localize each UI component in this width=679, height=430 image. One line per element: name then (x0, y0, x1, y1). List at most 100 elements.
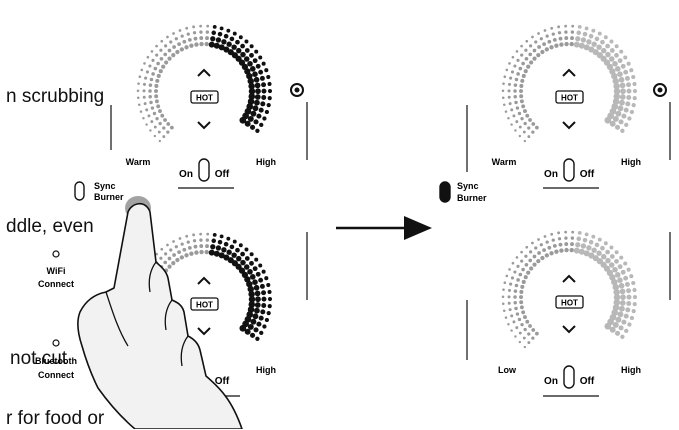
after-bottom-power-toggle[interactable] (563, 365, 575, 389)
after-bottom-dial-dot (626, 288, 632, 294)
after-top-dial-dot (513, 83, 518, 87)
after-bottom-dial-dot (545, 240, 549, 244)
after-top-dial-dot (510, 108, 514, 112)
after-top-hot-button[interactable] (555, 90, 584, 104)
after-top-dial-dot (618, 119, 624, 125)
before-sync-label-line1: Sync (94, 181, 116, 191)
before-top-dial-dot (162, 135, 166, 139)
after-top-dial-dot (518, 125, 522, 129)
after-top-dial-dot (507, 117, 510, 120)
after-bottom-dial-dot (600, 245, 605, 251)
before-top-dial-dot (171, 52, 176, 58)
after-bottom-up-icon[interactable] (562, 274, 576, 283)
after-top-dial-dot (629, 109, 635, 115)
before-top-dial-dot (193, 36, 198, 41)
after-bottom-dial-dot (577, 230, 582, 235)
before-wifi-connect-control[interactable]: WiFi Connect (38, 250, 74, 289)
before-top-dial-dot (267, 96, 272, 101)
after-top-dial-dot (632, 96, 637, 101)
after-top-dial-dot (504, 110, 508, 113)
before-bottom-hot-button[interactable] (190, 297, 219, 311)
after-bottom-dial-dot (523, 345, 527, 349)
before-top-dial-dot (159, 56, 164, 61)
before-bottom-dial-dot (232, 239, 237, 244)
before-top-dial-dot (244, 48, 250, 53)
before-top-dial-dot (267, 88, 273, 94)
before-bottom-dial-dot (175, 257, 180, 263)
before-bottom-dial-dot (261, 303, 267, 309)
after-top-dial-dot (501, 89, 505, 92)
before-top-dial-dot (238, 35, 243, 40)
after-bottom-dial-dot (505, 274, 509, 278)
after-top-down-icon[interactable] (562, 121, 576, 130)
before-top-dial-dot (199, 36, 204, 40)
before-top-dial-dot (151, 72, 155, 76)
before-top-dial-dot (142, 95, 146, 99)
after-bottom-dial-dot (632, 287, 637, 293)
before-top-dial-dot (154, 89, 158, 94)
before-top-hot-button[interactable] (190, 90, 219, 104)
after-bottom-dial-dot (515, 326, 519, 330)
before-top-dial-dot (213, 42, 220, 49)
before-top-down-icon[interactable] (197, 121, 211, 130)
before-bottom-dial-dot (261, 290, 267, 296)
after-top-dial-dot (613, 82, 620, 90)
after-sync-toggle-active[interactable] (439, 181, 451, 203)
after-top-dial-dot (623, 69, 629, 75)
before-top-dial-dot (166, 35, 169, 39)
before-bottom-down-icon[interactable] (197, 327, 211, 336)
after-bottom-hot-button[interactable] (555, 295, 584, 309)
before-top-high-label: High (256, 157, 276, 167)
before-top-power-toggle[interactable] (198, 158, 210, 182)
before-bottom-dial-dot (163, 260, 168, 265)
before-top-up-icon[interactable] (197, 68, 211, 77)
after-bottom-dial-dot (627, 322, 632, 327)
before-top-dial-dot (204, 41, 209, 47)
after-top-dial-dot (511, 55, 515, 59)
document-text-line-2: ddle, even (6, 216, 94, 237)
after-top-dial-dot (537, 45, 541, 49)
before-bottom-dial-dot (247, 285, 254, 293)
after-top-dial-dot (529, 44, 533, 48)
before-top-dial-dot (143, 102, 147, 106)
after-top-dial-dot (629, 68, 634, 73)
before-sync-burner-control[interactable]: Sync Burner (74, 181, 124, 202)
after-sync-burner-control[interactable]: Sync Burner (439, 181, 487, 203)
before-bottom-dial-dot (246, 280, 253, 288)
before-bottom-dial-dot (243, 264, 250, 270)
before-bottom-dial-dot (240, 251, 245, 257)
before-top-dial-dot (149, 129, 152, 132)
after-bottom-dial-dot (609, 245, 614, 250)
before-bottom-dial-dot (248, 301, 256, 308)
before-top-dial-dot (142, 89, 146, 93)
before-top-dial-dot (226, 41, 232, 47)
after-top-dial-dot (611, 72, 618, 80)
before-top-dial-dot (159, 48, 163, 52)
after-bottom-dial-dot (502, 309, 506, 313)
after-bottom-dial-dot (540, 255, 545, 261)
before-bluetooth-connect-control[interactable]: Bluetooth Connect (35, 339, 77, 380)
before-top-dial-dot (235, 39, 240, 45)
after-top-dial-dot (524, 48, 528, 52)
after-top-up-icon[interactable] (562, 68, 576, 77)
after-top-power-toggle[interactable] (563, 158, 575, 182)
before-bottom-up-icon[interactable] (197, 276, 211, 285)
before-bottom-dial-dot (172, 253, 176, 257)
after-top-dial-dot (517, 111, 522, 116)
before-bottom-dial-dot (185, 234, 189, 238)
before-top-dial-dot (217, 31, 223, 37)
before-sync-toggle[interactable] (74, 181, 85, 201)
after-top-dial-dot (627, 116, 632, 121)
after-top-dial-dot (583, 44, 590, 51)
after-bottom-dial-dot (519, 305, 524, 310)
before-bottom-dial-dot (199, 244, 204, 249)
after-top-dial-dot (619, 82, 626, 89)
before-bottom-dial-dot (255, 336, 260, 341)
before-top-dial-dot (246, 72, 253, 80)
after-bottom-dial-dot (539, 243, 543, 247)
after-bottom-dial-dot (620, 294, 626, 301)
before-top-dial-dot (219, 26, 224, 31)
after-top-dial-dot (543, 29, 547, 32)
after-bottom-down-icon[interactable] (562, 325, 576, 334)
